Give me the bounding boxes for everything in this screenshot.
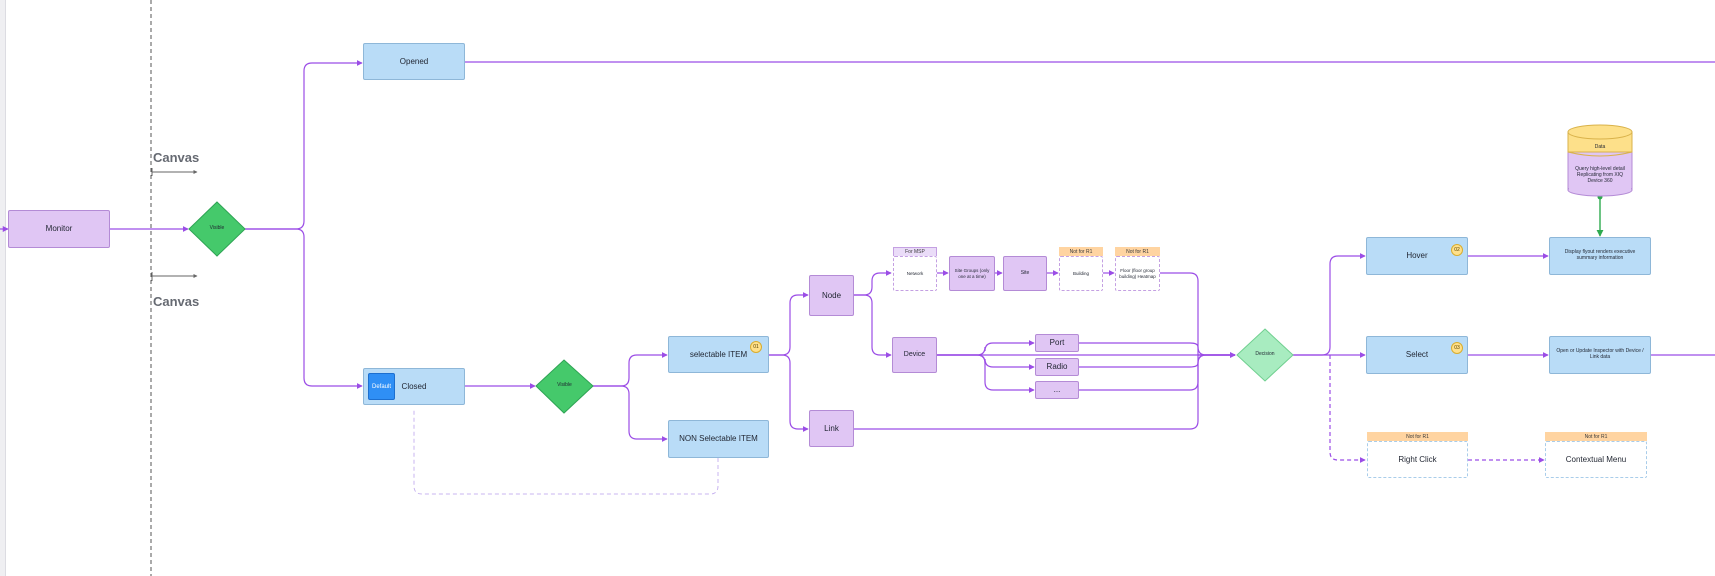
not-for-r1-tag-floor: Not for R1 [1115, 247, 1160, 256]
site-node[interactable]: Site [1003, 256, 1047, 291]
data-store-title: Data [1594, 144, 1606, 151]
visible-1-label: Visible [209, 225, 225, 232]
not-for-r1-tag-right-click: Not for R1 [1367, 432, 1468, 441]
default-chip: Default [368, 373, 395, 400]
site-groups-node[interactable]: Site Groups (only one at a time) [949, 256, 995, 291]
monitor-node[interactable]: Monitor [8, 210, 110, 248]
port-node[interactable]: Port [1035, 334, 1079, 352]
canvas-arrow-top [151, 168, 198, 176]
canvas-label-top: Canvas [153, 150, 200, 165]
decision-diamond-decision [1236, 328, 1294, 382]
node-node[interactable]: Node [809, 275, 854, 316]
select-node[interactable]: Select [1366, 336, 1468, 374]
radio-node[interactable]: Radio [1035, 358, 1079, 376]
hover-badge: 02 [1451, 244, 1463, 256]
data-store-cylinder [1567, 124, 1633, 197]
opened-node[interactable]: Opened [363, 43, 465, 80]
non-selectable-item-node[interactable]: NON Selectable ITEM [668, 420, 769, 458]
selectable-item-node[interactable]: selectable ITEM [668, 336, 769, 373]
link-node[interactable]: Link [809, 410, 854, 447]
not-for-r1-tag-building: Not for R1 [1059, 247, 1103, 256]
floor-node[interactable]: Floor (floor group building) Heatmap [1115, 256, 1160, 291]
network-node[interactable]: Network [893, 256, 937, 291]
canvas-left-edge [0, 0, 6, 576]
for-msp-tag: For MSP [893, 247, 937, 256]
select-badge: 03 [1451, 342, 1463, 354]
right-click-node[interactable]: Right Click [1367, 441, 1468, 478]
data-store-body: Query high-level detail Replicating from… [1575, 166, 1625, 184]
contextual-menu-node[interactable]: Contextual Menu [1545, 441, 1647, 478]
canvas-label-bottom: Canvas [153, 294, 200, 309]
hover-result-node[interactable]: Display flyout renders executive summary… [1549, 237, 1651, 275]
device-node[interactable]: Device [892, 337, 937, 373]
loop-back-connector [413, 410, 719, 495]
decision-diamond-visible-1 [188, 201, 246, 257]
selectable-item-badge: 01 [750, 341, 762, 353]
select-result-node[interactable]: Open or Update Inspector with Device / L… [1549, 336, 1651, 374]
hover-node[interactable]: Hover [1366, 237, 1468, 275]
decision-diamond-visible-2 [535, 359, 594, 414]
closed-label: Closed [401, 381, 427, 391]
canvas-arrow-bottom [151, 272, 198, 281]
not-for-r1-tag-menu: Not for R1 [1545, 432, 1647, 441]
decision-label: Decision [1255, 351, 1275, 358]
visible-2-label: Visible [557, 382, 572, 389]
building-node[interactable]: Building [1059, 256, 1103, 291]
more-node[interactable]: ... [1035, 381, 1079, 399]
